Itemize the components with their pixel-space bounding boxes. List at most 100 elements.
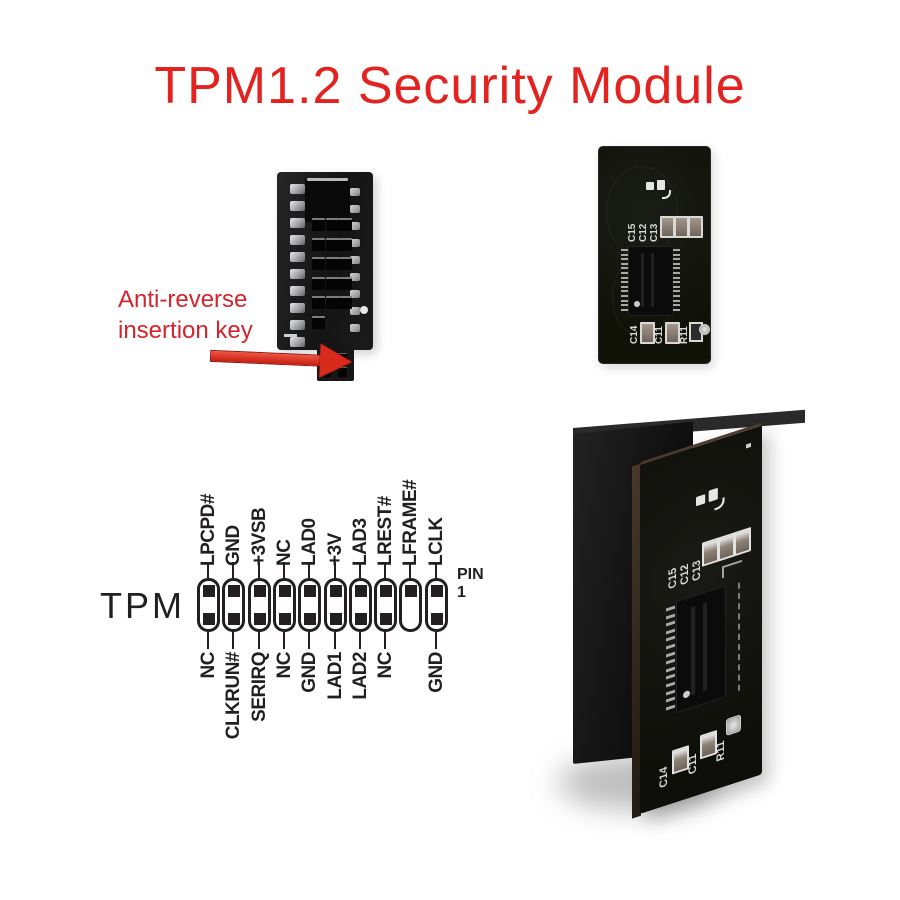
pin-bottom bbox=[354, 613, 367, 625]
leader-line bbox=[334, 632, 336, 649]
chip-pin bbox=[621, 258, 628, 261]
logo-square bbox=[657, 180, 665, 190]
connector-socket-photo bbox=[270, 165, 400, 390]
solder-joint-column-left bbox=[290, 184, 306, 354]
silkscreen-label: C11 bbox=[654, 326, 665, 344]
socket-hole bbox=[325, 296, 339, 309]
logo-square bbox=[696, 494, 706, 507]
annotation-line2: insertion key bbox=[118, 317, 253, 344]
leader-line bbox=[258, 632, 260, 649]
solder-pad bbox=[726, 714, 741, 737]
pcb-3d-group: C15 C12 C13 C14 C11 R11 bbox=[632, 422, 762, 819]
solder-joint bbox=[290, 303, 305, 313]
chip-pin bbox=[673, 271, 680, 274]
chip-pin bbox=[621, 304, 628, 307]
arrow-shaft bbox=[209, 349, 325, 367]
capacitor bbox=[640, 322, 655, 344]
socket-hole bbox=[339, 237, 352, 251]
chip-pin bbox=[621, 271, 628, 274]
leader-line bbox=[359, 632, 361, 649]
leader-line bbox=[283, 632, 285, 649]
tpm-pcb-photo-flat: C15 C12 C13 C14 C11 R11 bbox=[598, 146, 711, 364]
chip-pin bbox=[673, 290, 680, 293]
chip-pin bbox=[621, 285, 628, 288]
chip-pin bbox=[621, 253, 628, 256]
pin-label-top: NC bbox=[274, 539, 295, 566]
socket-hole bbox=[339, 218, 352, 231]
pin-top bbox=[354, 585, 367, 597]
chip-pin bbox=[666, 696, 675, 703]
pin-label-bottom: GND bbox=[299, 652, 320, 693]
tpm-chip bbox=[676, 585, 726, 714]
solder-joint bbox=[290, 337, 305, 347]
pin-top bbox=[329, 585, 342, 597]
pin1-dot bbox=[683, 689, 690, 700]
tpm-module-photo-3d: C15 C12 C13 C14 C11 R11 bbox=[552, 409, 882, 840]
pin-label-top: LFRAME# bbox=[400, 479, 421, 566]
pin-column bbox=[197, 578, 220, 632]
pin-label-bottom: CLKRUN# bbox=[223, 652, 244, 740]
leader-line bbox=[232, 562, 234, 578]
chip-pin bbox=[621, 299, 628, 302]
pcb-trace bbox=[606, 166, 678, 258]
chip-marking bbox=[641, 253, 644, 307]
silkscreen-label: C13 bbox=[649, 223, 660, 242]
socket-hole bbox=[325, 237, 339, 251]
chip-pins-left bbox=[666, 605, 675, 715]
solder-joint bbox=[350, 256, 360, 264]
chip-pin bbox=[666, 613, 675, 620]
pin-bottom bbox=[227, 613, 240, 625]
solder-joint bbox=[290, 184, 305, 194]
socket-hole bbox=[325, 218, 339, 231]
pin-bottom bbox=[278, 613, 291, 625]
capacitor bbox=[702, 537, 719, 567]
capacitor bbox=[688, 216, 703, 238]
chip-pin bbox=[621, 267, 628, 270]
anti-reverse-arrow-icon bbox=[209, 339, 355, 380]
pin-label-bottom: LAD2 bbox=[350, 652, 371, 700]
pin1-label: PIN 1 bbox=[457, 566, 484, 601]
pin-top bbox=[303, 585, 316, 597]
leader-line bbox=[308, 632, 310, 649]
silkscreen-label: C14 bbox=[629, 325, 640, 344]
chip-pin bbox=[673, 267, 680, 270]
pin-label-top: LCLK bbox=[426, 517, 447, 566]
solder-joint bbox=[350, 188, 360, 196]
silkscreen-dashed-line bbox=[738, 582, 740, 692]
solder-joint bbox=[350, 307, 360, 315]
socket-hole bbox=[312, 237, 325, 251]
chip-marking bbox=[651, 253, 654, 307]
solder-joint bbox=[350, 273, 360, 281]
pin-bottom bbox=[303, 613, 316, 625]
pin-top bbox=[227, 585, 240, 597]
chip-pin bbox=[673, 249, 680, 251]
pin-label-top: LAD0 bbox=[299, 518, 320, 566]
capacitor bbox=[665, 322, 680, 344]
socket-hole bbox=[339, 276, 352, 290]
leader-line bbox=[232, 632, 234, 649]
pin-label-bottom: NC bbox=[198, 652, 219, 679]
capacitor bbox=[718, 532, 735, 562]
pin-label-bottom: NC bbox=[375, 652, 396, 679]
pin-column bbox=[374, 578, 397, 632]
chip-pin bbox=[673, 276, 680, 279]
leader-line bbox=[283, 562, 285, 578]
socket-hole bbox=[312, 218, 325, 231]
annotation-line1: Anti-reverse bbox=[118, 286, 248, 313]
chip-pin bbox=[666, 704, 675, 711]
anti-reverse-annotation: Anti-reverse insertion key bbox=[118, 284, 298, 346]
socket-hole bbox=[312, 315, 325, 329]
socket-hole bbox=[312, 257, 325, 270]
chip-pin bbox=[666, 605, 675, 612]
chip-pin bbox=[666, 666, 675, 673]
chip-pin bbox=[673, 304, 680, 307]
chip-pin bbox=[673, 262, 680, 265]
chip-pin bbox=[673, 253, 680, 256]
solder-joint bbox=[290, 218, 305, 228]
socket-hole bbox=[325, 257, 339, 270]
connector-block-highlight bbox=[307, 178, 348, 181]
chip-pin bbox=[621, 276, 628, 279]
solder-joint bbox=[290, 201, 305, 211]
pin-label-top: GND bbox=[223, 525, 244, 566]
